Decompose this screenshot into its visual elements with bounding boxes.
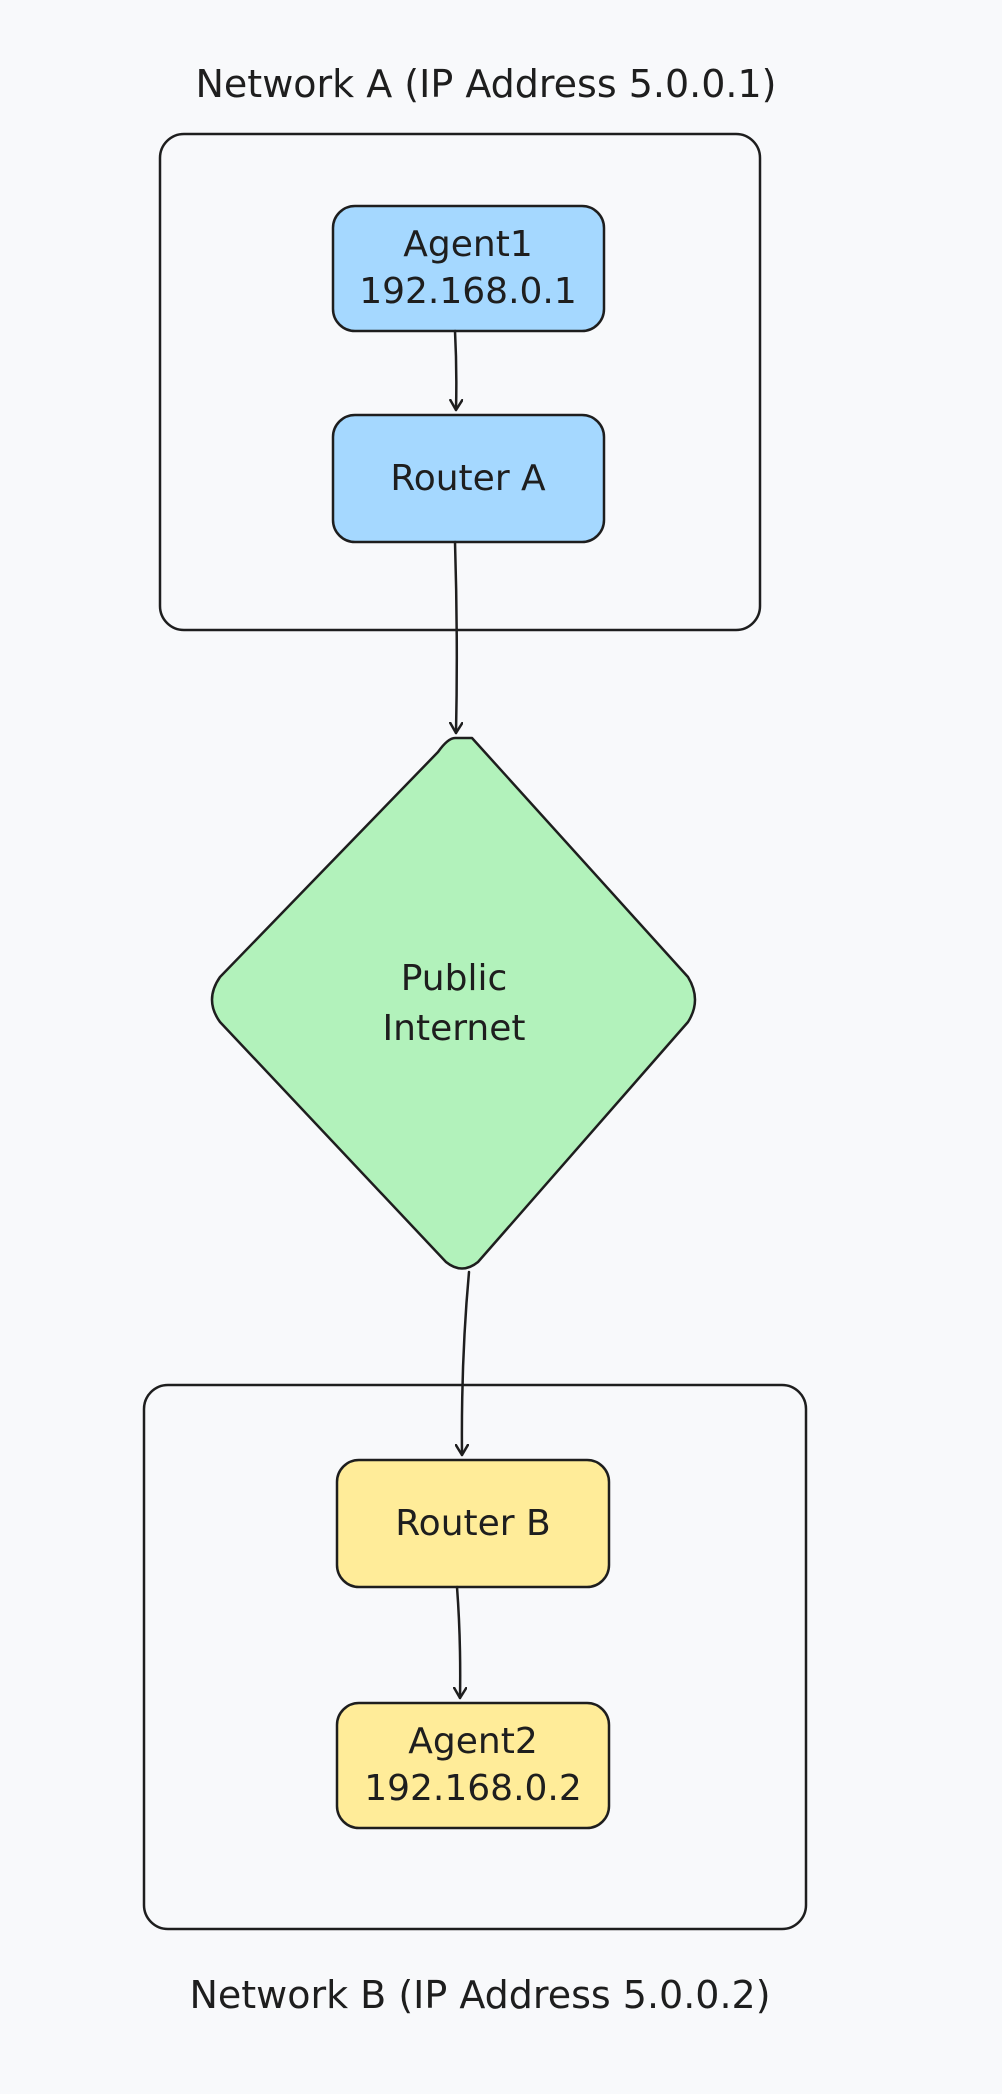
internet-label-line2: Internet <box>383 1008 526 1049</box>
network-a-title: Network A (IP Address 5.0.0.1) <box>195 62 776 106</box>
arrow-internet-to-router-b <box>462 1270 471 1457</box>
internet-node[interactable]: Public Internet <box>210 736 697 1270</box>
network-b-title: Network B (IP Address 5.0.0.2) <box>189 1973 770 2017</box>
agent2-ip: 192.168.0.2 <box>364 1768 582 1809</box>
arrow-router-b-to-agent2 <box>457 1585 460 1700</box>
router-a-box <box>331 413 606 544</box>
agent2-node[interactable]: Agent2 192.168.0.2 <box>335 1701 611 1830</box>
arrow-agent1-to-router-a <box>455 329 456 412</box>
agent1-ip: 192.168.0.1 <box>359 271 577 312</box>
router-a-node[interactable]: Router A <box>331 413 606 544</box>
agent2-box <box>335 1701 611 1830</box>
router-a-label: Router A <box>390 458 546 499</box>
network-a-container <box>158 132 762 632</box>
router-b-label: Router B <box>395 1503 550 1544</box>
agent1-name: Agent1 <box>403 224 532 265</box>
network-b-container <box>142 1383 808 1931</box>
router-b-node[interactable]: Router B <box>335 1458 611 1589</box>
router-b-box <box>335 1458 611 1589</box>
internet-diamond <box>210 736 697 1270</box>
agent1-box <box>331 204 606 333</box>
arrow-router-a-to-internet <box>455 540 457 735</box>
agent1-node[interactable]: Agent1 192.168.0.1 <box>331 204 606 333</box>
internet-label-line1: Public <box>401 958 508 999</box>
agent2-name: Agent2 <box>408 1721 537 1762</box>
